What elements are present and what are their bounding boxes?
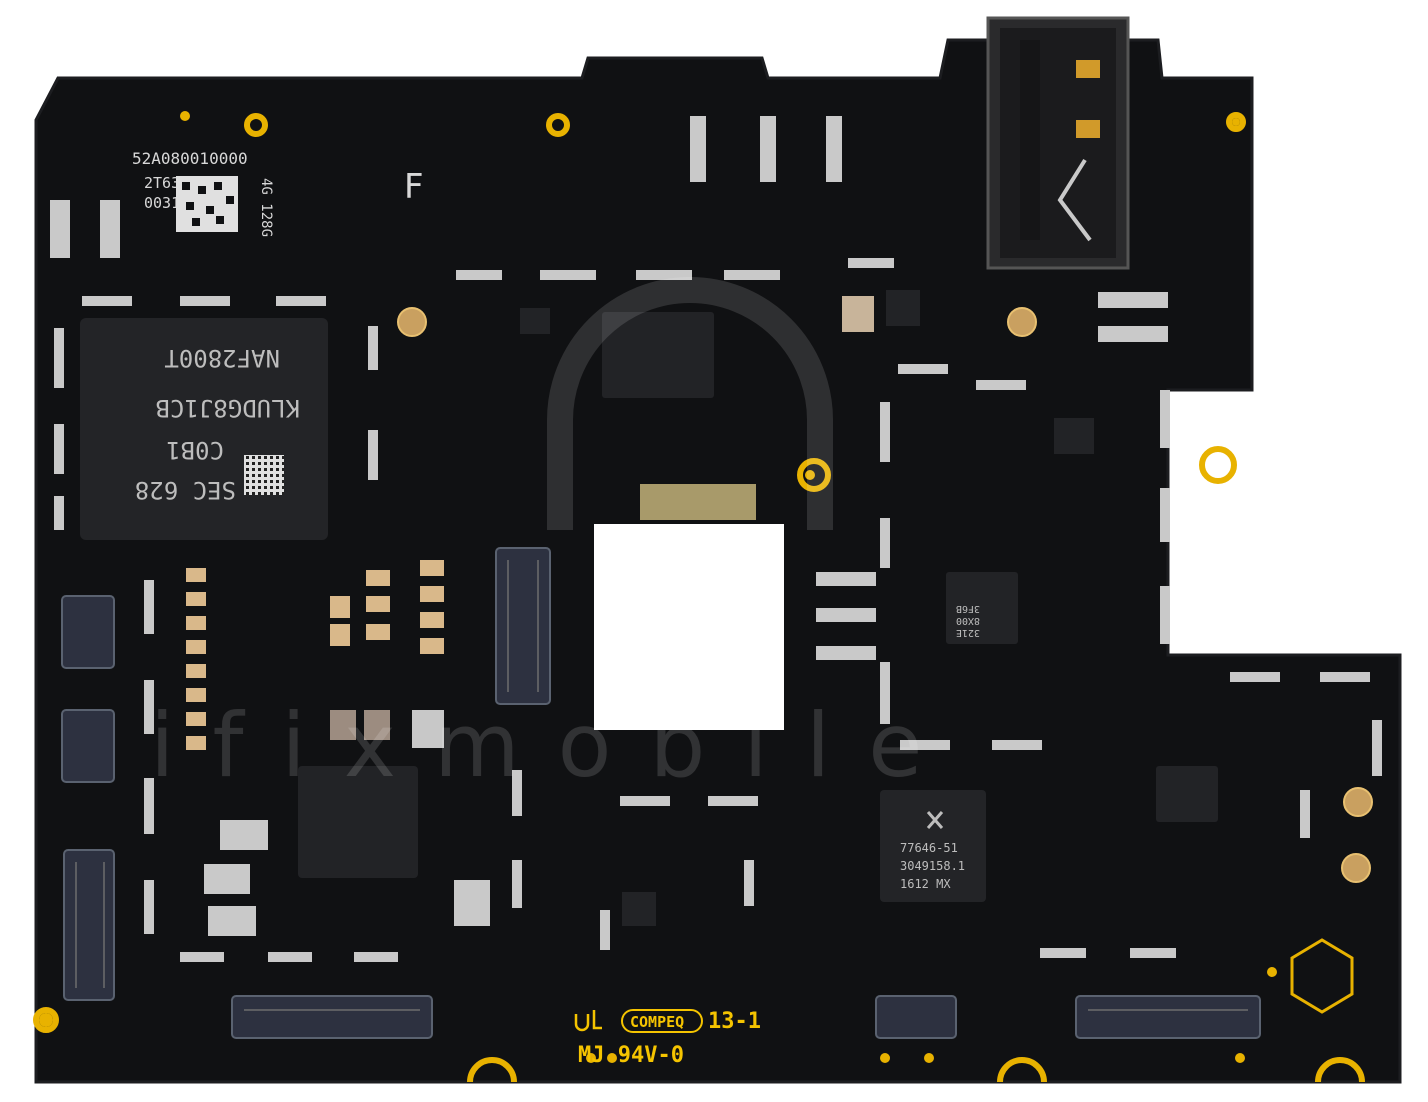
svg-text:77646-51: 77646-51	[900, 841, 958, 855]
mounting-holes	[33, 112, 1365, 1083]
connector-pins	[75, 560, 1248, 1011]
svg-text:SEC 628: SEC 628	[135, 476, 236, 504]
headphone-jack	[986, 16, 1130, 270]
watermark-text: ifixmobile	[150, 694, 960, 797]
svg-text:KLUDG8J1CB: KLUDG8J1CB	[156, 394, 301, 422]
shield-clips	[50, 116, 1382, 962]
svg-text:1612 MX: 1612 MX	[900, 877, 951, 891]
gold-hex-outline	[1290, 938, 1354, 1014]
emmc-chip	[80, 318, 328, 540]
pa-chip-text: 77646-51 3049158.1 1612 MX	[900, 841, 965, 891]
svg-text:321E: 321E	[956, 627, 980, 638]
soc-window	[594, 524, 784, 730]
emmc-text: NAF2800T KLUDG8J1CB C0B1 SEC 628	[135, 344, 300, 504]
ics	[298, 290, 1218, 926]
soc-shield-pads	[640, 484, 756, 520]
passive-components	[186, 296, 874, 750]
svg-text:C0B1: C0B1	[166, 436, 224, 464]
variant-label: 4G 128G	[258, 178, 274, 237]
svg-text:COMPEQ: COMPEQ	[630, 1013, 684, 1031]
marker-label: F	[404, 167, 424, 207]
rf-connectors	[397, 307, 1373, 883]
power-amplifier-chip	[880, 790, 986, 902]
datamatrix-icon	[176, 176, 238, 232]
watermark-logo-icon	[547, 277, 833, 530]
connectors	[61, 547, 1261, 1039]
small-chip-text: 3F6B 8X00 321E	[956, 603, 980, 638]
part-number-label: 52A080010000	[132, 149, 248, 168]
vias-gold	[39, 111, 1277, 1063]
rating-label: MJ 94V-0	[578, 1043, 684, 1068]
skyworks-logo-icon	[926, 811, 944, 829]
vendor-badge: COMPEQ	[621, 1009, 703, 1033]
ul-mark-icon	[574, 1010, 602, 1032]
svg-text:8X00: 8X00	[956, 615, 980, 626]
svg-text:3F6B: 3F6B	[956, 603, 980, 614]
svg-text:NAF2800T: NAF2800T	[164, 344, 280, 372]
revision-label: 13-1	[708, 1009, 761, 1034]
svg-text:3049158.1: 3049158.1	[900, 859, 965, 873]
